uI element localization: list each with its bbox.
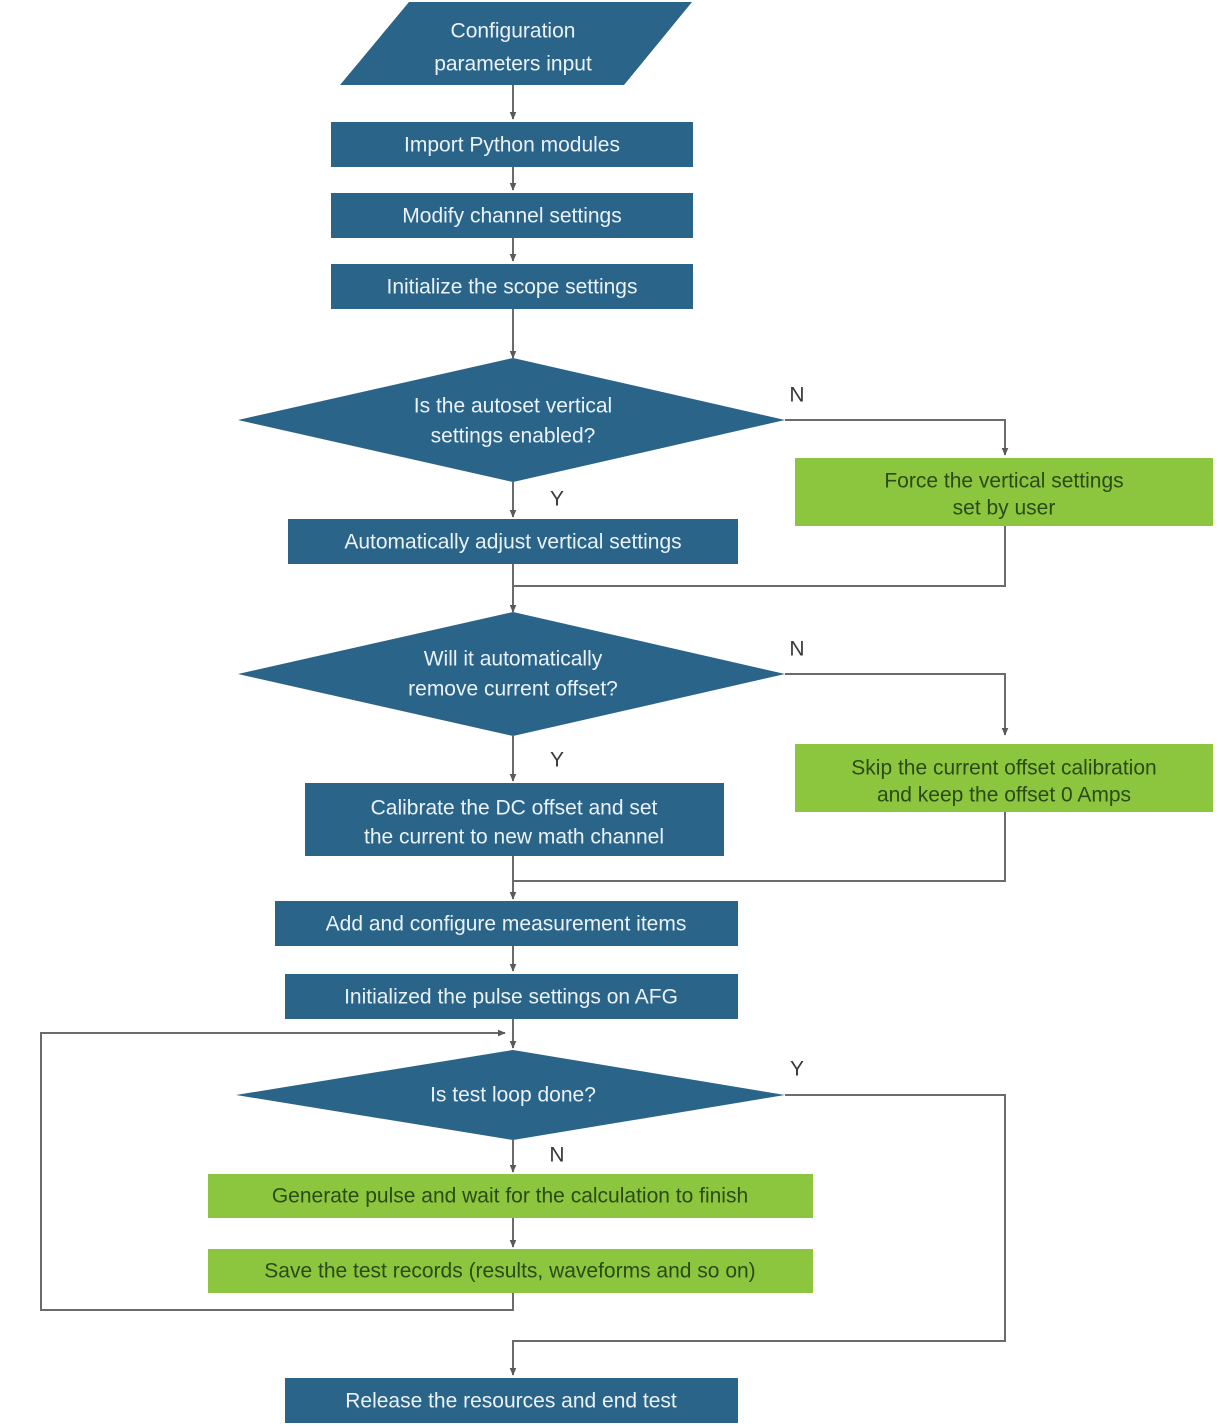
node-auto-adjust-vertical[interactable]: Automatically adjust vertical settings [288, 519, 738, 564]
node-calibrate-dc-offset[interactable]: Calibrate the DC offset and set the curr… [305, 783, 724, 856]
node-label-line-2: settings enabled? [431, 425, 596, 448]
node-force-vertical[interactable]: Force the vertical settings set by user [795, 458, 1213, 526]
node-save-records[interactable]: Save the test records (results, waveform… [208, 1249, 813, 1293]
node-label-line-2: parameters input [434, 53, 592, 76]
node-init-scope[interactable]: Initialize the scope settings [331, 264, 693, 309]
node-import-modules[interactable]: Import Python modules [331, 122, 693, 167]
node-label-line-1: Calibrate the DC offset and set [371, 797, 658, 820]
branch-label-autoset-yes: Y [550, 488, 564, 511]
rect-shape [285, 974, 738, 1019]
node-label: Modify channel settings [402, 205, 621, 228]
node-label: Release the resources and end test [345, 1390, 677, 1413]
connector-skip-offset-rejoin [509, 812, 1006, 900]
node-init-afg-pulse[interactable]: Initialized the pulse settings on AFG [285, 974, 738, 1019]
node-remove-offset-decision[interactable]: Will it automatically remove current off… [238, 612, 785, 736]
parallelogram-shape [340, 2, 692, 85]
node-label: Import Python modules [404, 134, 620, 157]
branch-label-offset-yes: Y [550, 749, 564, 772]
branch-label-loop-yes: Y [790, 1058, 804, 1081]
rect-shape [331, 122, 693, 167]
node-label: Automatically adjust vertical settings [344, 531, 681, 554]
node-autoset-vertical-decision[interactable]: Is the autoset vertical settings enabled… [238, 358, 785, 482]
rect-shape [208, 1174, 813, 1218]
node-add-measurements[interactable]: Add and configure measurement items [275, 901, 738, 946]
rect-shape [285, 1378, 738, 1423]
branch-label-loop-no: N [549, 1144, 564, 1167]
node-label: Initialized the pulse settings on AFG [344, 986, 678, 1009]
connector-loop-back [40, 1029, 514, 1311]
diamond-shape [236, 1050, 785, 1140]
diamond-shape [238, 612, 785, 736]
diamond-shape [238, 358, 785, 482]
rect-shape [331, 193, 693, 238]
node-label-line-2: and keep the offset 0 Amps [877, 784, 1131, 807]
node-label-line-1: Is the autoset vertical [414, 395, 612, 418]
node-label: Initialize the scope settings [387, 276, 638, 299]
node-skip-offset-cal[interactable]: Skip the current offset calibration and … [795, 744, 1213, 812]
connector-offset-no [785, 673, 1009, 736]
node-label: Save the test records (results, waveform… [264, 1260, 755, 1283]
node-label: Add and configure measurement items [326, 913, 687, 936]
node-label: Is test loop done? [430, 1084, 596, 1107]
rect-shape [795, 744, 1213, 812]
branch-label-offset-no: N [789, 638, 804, 661]
node-label-line-2: remove current offset? [408, 678, 618, 701]
rect-shape [288, 519, 738, 564]
node-label-line-1: Will it automatically [424, 648, 603, 671]
rect-shape [275, 901, 738, 946]
node-label: Generate pulse and wait for the calculat… [272, 1185, 748, 1208]
node-label-line-2: set by user [953, 497, 1056, 520]
node-modify-channel[interactable]: Modify channel settings [331, 193, 693, 238]
node-test-loop-decision[interactable]: Is test loop done? [236, 1050, 785, 1140]
node-label-line-1: Skip the current offset calibration [851, 757, 1156, 780]
connectors [40, 85, 1009, 1376]
node-label-line-2: the current to new math channel [364, 826, 664, 849]
branch-label-autoset-no: N [789, 384, 804, 407]
rect-shape [331, 264, 693, 309]
rect-shape [795, 458, 1213, 526]
node-release-resources[interactable]: Release the resources and end test [285, 1378, 738, 1423]
rect-shape [305, 783, 724, 856]
connector-force-vertical-rejoin [509, 525, 1006, 613]
connector-autoset-no [785, 419, 1009, 456]
node-config-input[interactable]: Configuration parameters input [340, 2, 692, 85]
rect-shape [208, 1249, 813, 1293]
node-generate-pulse[interactable]: Generate pulse and wait for the calculat… [208, 1174, 813, 1218]
connector-loop-yes [509, 1094, 1006, 1376]
node-label-line-1: Force the vertical settings [884, 470, 1123, 493]
node-label-line-1: Configuration [451, 20, 576, 43]
